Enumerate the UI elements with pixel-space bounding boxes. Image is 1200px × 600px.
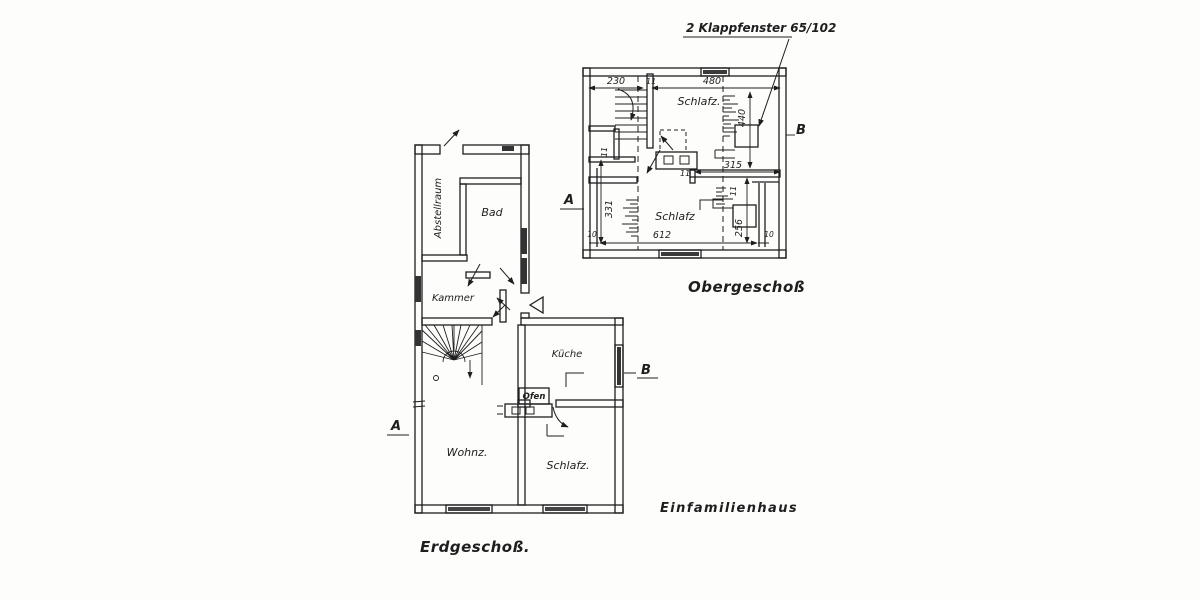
og-room-label-schlafz-lower: Schlafz — [655, 210, 695, 223]
og-dim-left-joint: 11 — [600, 147, 609, 157]
eg-furniture-marks — [546, 372, 584, 437]
eg-entrance-triangle — [528, 295, 544, 315]
og-dim-bottom-left-offset: 10 — [587, 230, 597, 239]
og-dim-left-depth: 331 — [604, 200, 615, 218]
eg-section-marker-a: A — [390, 419, 401, 434]
og-dim-mid-width: 315 — [724, 160, 742, 171]
og-hatch-marks — [622, 95, 739, 237]
og-section-marker-b: B — [796, 123, 806, 138]
window-annotation-text: 2 Klappfenster 65/102 — [686, 21, 836, 35]
title-building: Einfamilienhaus — [660, 501, 798, 516]
eg-plan: Abstellraum Bad Kammer Küche Ofen Wohnz.… — [387, 129, 658, 514]
og-dim-bottom-width: 612 — [653, 230, 671, 241]
window-annotation: 2 Klappfenster 65/102 — [683, 21, 836, 127]
eg-section-markers: A B — [387, 363, 658, 436]
og-dim-top-joint: 11 — [646, 77, 656, 86]
eg-room-label-ofen: Ofen — [523, 392, 546, 402]
og-dim-mid-joint: 11 — [680, 169, 690, 178]
og-section-marker-a: A — [563, 193, 574, 208]
og-dim-bottom-right-offset: 10 — [764, 230, 774, 239]
eg-room-label-abstellraum: Abstellraum — [433, 178, 444, 240]
og-dim-right-depth: 440 — [737, 109, 748, 127]
og-room-label-schlafz-upper: Schlafz. — [678, 95, 721, 108]
og-klappfenster-symbols — [699, 124, 759, 228]
og-dim-top-right: 480 — [703, 76, 721, 87]
eg-room-label-schlafzimmer: Schlafz. — [547, 459, 590, 472]
eg-ofen-chimney — [497, 387, 553, 418]
title-ground-floor: Erdgeschoß. — [420, 538, 530, 556]
eg-room-label-kammer: Kammer — [432, 293, 475, 304]
og-dim-top-left: 230 — [607, 76, 625, 87]
og-chimney — [655, 129, 698, 170]
eg-entrance-arrow — [443, 129, 460, 147]
eg-room-label-wohnzimmer: Wohnz. — [447, 446, 488, 459]
eg-door-arrows — [467, 263, 569, 428]
eg-room-label-kueche: Küche — [552, 349, 583, 360]
eg-room-label-bad: Bad — [481, 206, 503, 219]
og-kneewall-dashed-lines — [637, 76, 724, 250]
og-door-arrows — [646, 135, 674, 174]
og-dim-right-lower-depth: 256 — [734, 219, 745, 237]
eg-interior-walls — [421, 177, 624, 506]
og-plan: 230 11 480 440 315 11 11 331 612 256 11 … — [560, 67, 806, 259]
og-section-markers: A B — [560, 123, 806, 210]
eg-section-marker-b: B — [641, 363, 651, 378]
eg-stair — [421, 324, 483, 385]
og-windows — [658, 67, 730, 259]
eg-windows — [415, 146, 624, 514]
og-interior-walls — [588, 125, 781, 247]
og-dim-right-lower-joint: 11 — [729, 186, 738, 196]
og-dimension-lines — [588, 85, 795, 246]
title-upper-floor: Obergeschoß — [688, 278, 805, 296]
